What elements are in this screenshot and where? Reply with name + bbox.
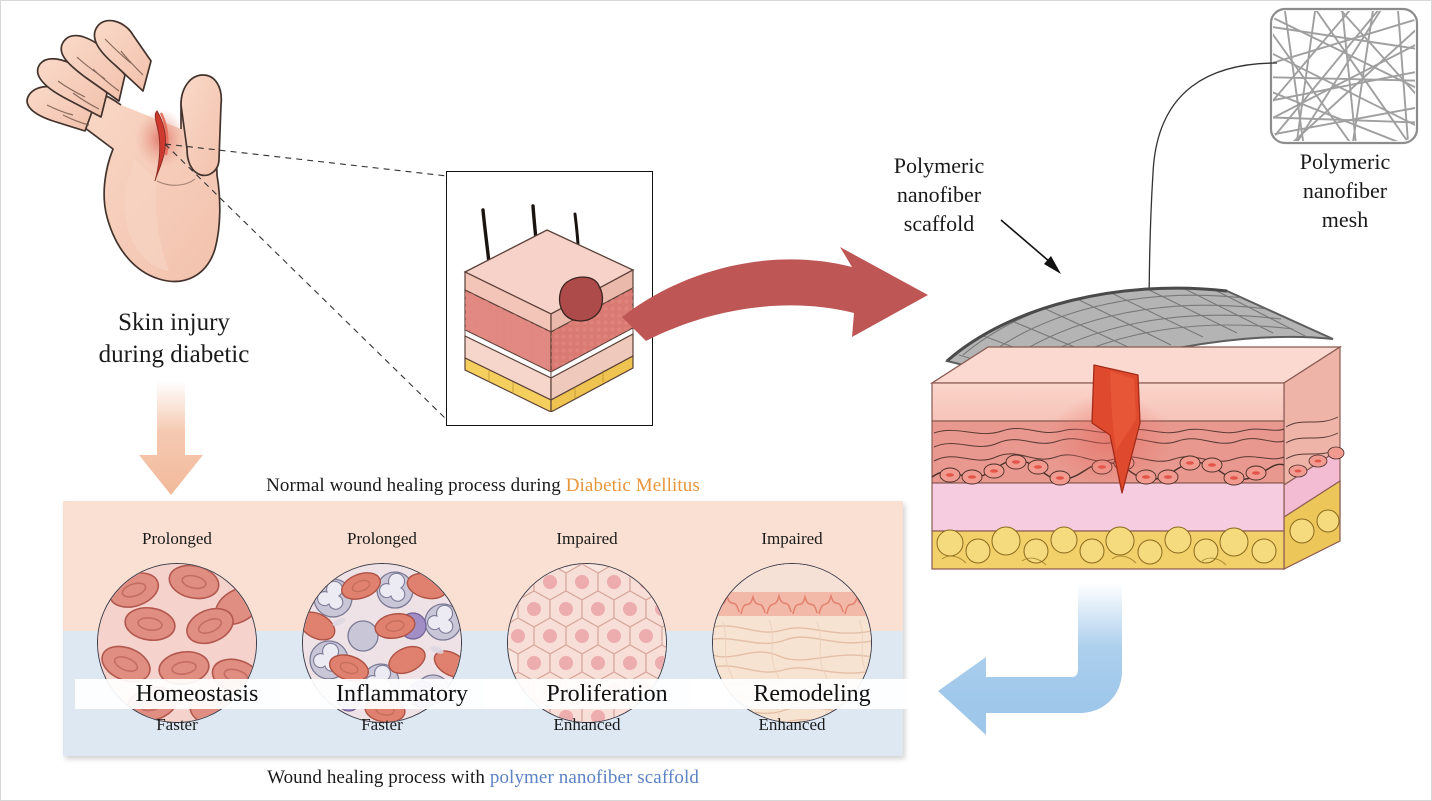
healing-stages-panel: Prolonged (63, 501, 934, 756)
stage-remodeling[interactable]: Impaired (690, 501, 934, 756)
skin-block-3d (463, 204, 635, 412)
stage-bottom-label: Enhanced (758, 715, 826, 734)
stage-art-wrap: Remodeling (690, 563, 934, 723)
hand-illustration (26, 19, 223, 283)
scaffold-caption-line1: Polymeric (893, 153, 985, 178)
stage-name: Inflammatory (280, 679, 524, 709)
panel-title: Normal wound healing process during Diab… (63, 475, 903, 497)
panel-caption-plain: Wound healing process with (267, 767, 490, 788)
stage-bottom-label: Faster (361, 715, 403, 734)
down-arrow-peach (139, 381, 203, 495)
callout-dashed-lines (164, 143, 448, 421)
stage-homeostasis[interactable]: Prolonged (75, 501, 319, 756)
stage-inflammatory[interactable]: Prolonged (280, 501, 524, 756)
hand-caption: Skin injury during diabetic (49, 307, 299, 371)
hand-caption-line1: Skin injury (118, 309, 230, 336)
scaffold-caption: Polymeric nanofiber scaffold (869, 151, 1009, 238)
scaffold-caption-line2: nanofiber (896, 182, 982, 207)
panel-title-plain: Normal wound healing process during (266, 475, 566, 496)
stage-bottom-label: Faster (156, 715, 198, 734)
stage-top-label: Prolonged (142, 529, 212, 548)
stage-name: Homeostasis (75, 679, 319, 709)
scaffold-caption-line3: scaffold (903, 211, 975, 236)
stage-top-label: Impaired (761, 529, 823, 548)
stage-name: Proliferation (485, 679, 729, 709)
skin-cross-section-box (446, 171, 653, 426)
stage-art-wrap: Proliferation (485, 563, 729, 723)
panel-title-accent: Diabetic Mellitus (565, 475, 700, 496)
nanofiber-mesh-box (1269, 7, 1419, 145)
mesh-caption-line2: nanofiber (1302, 178, 1388, 203)
mesh-caption: Polymeric nanofiber mesh (1259, 147, 1431, 234)
stage-top-label: Impaired (556, 529, 618, 548)
stage-art-wrap: Homeostasis (75, 563, 319, 723)
wounded-skin-block (929, 345, 1345, 570)
stage-art-wrap: Inflammatory (280, 563, 524, 723)
mesh-caption-line3: mesh (1321, 207, 1369, 232)
stage-proliferation[interactable]: Impaired (485, 501, 729, 756)
red-transfer-arrow (622, 247, 928, 341)
panel-caption-accent: polymer nanofiber scaffold (489, 767, 699, 788)
stage-top-label: Prolonged (347, 529, 417, 548)
stage-bottom-label: Enhanced (553, 715, 621, 734)
stage-name: Remodeling (690, 679, 934, 709)
blue-return-arrow (938, 583, 1122, 735)
scaffold-pointer-arrow (1000, 219, 1061, 274)
hand-caption-line2: during diabetic (98, 341, 250, 368)
mesh-caption-line1: Polymeric (1299, 149, 1391, 174)
panel-caption: Wound healing process with polymer nanof… (63, 767, 903, 789)
